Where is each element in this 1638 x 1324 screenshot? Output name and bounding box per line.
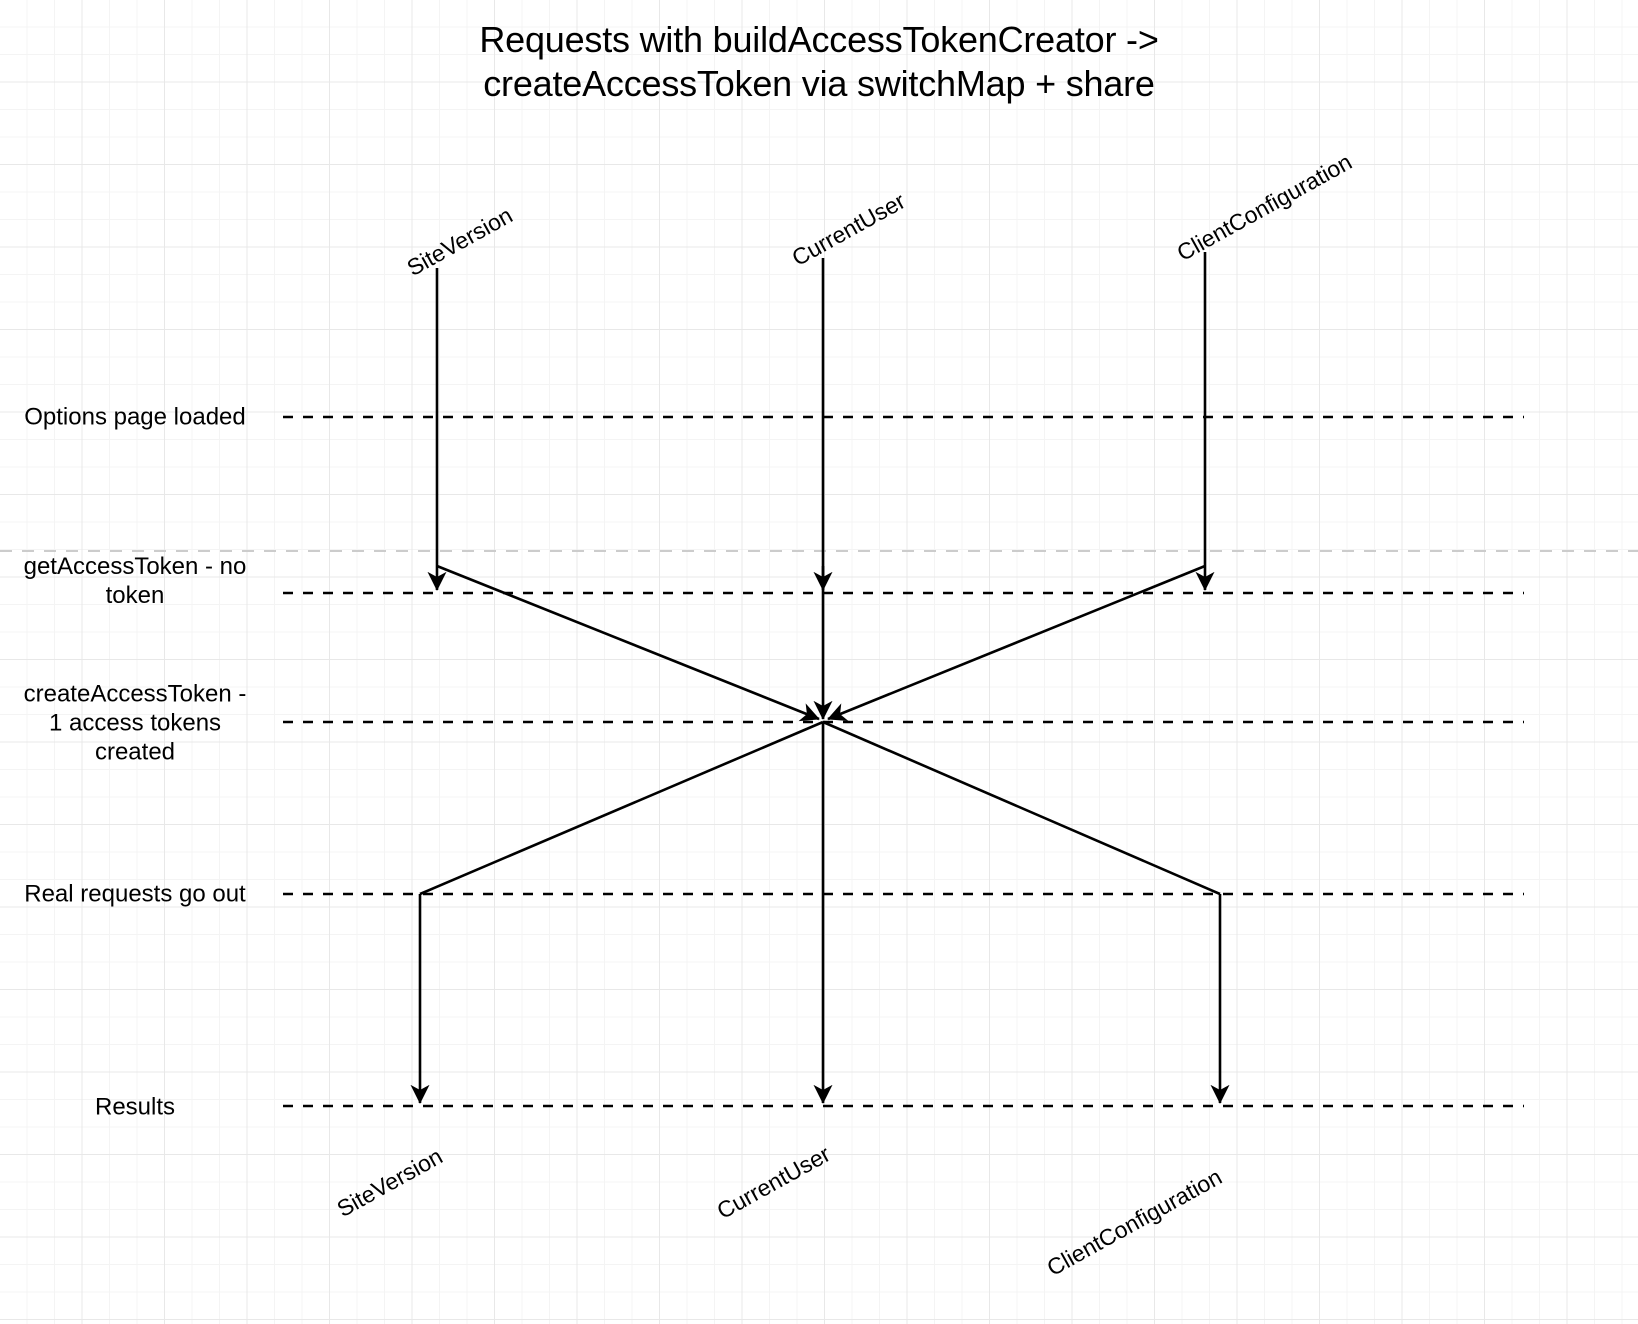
row-label-results: Results — [94, 1093, 176, 1121]
row-label-create-access-token: createAccessToken - 1 access tokens crea… — [23, 680, 247, 766]
row-guideline-group — [283, 415, 1524, 1108]
row-label-get-access-token: getAccessToken - no token — [23, 553, 247, 609]
arrow-site-version-to-token — [436, 564, 820, 722]
row-label-options-page-loaded: Options page loaded — [24, 403, 246, 431]
arrow-client-config-to-token — [827, 564, 1206, 721]
page-title: Requests with buildAccessTokenCreator ->… — [479, 19, 1159, 104]
row-label-real-requests-go-out: Real requests go out — [24, 880, 246, 908]
fanout-from-create-access-token — [419, 720, 1221, 896]
results-arrows — [410, 894, 1230, 1104]
line-token-to-client-config — [822, 720, 1221, 896]
converge-to-create-access-token-arrows — [436, 564, 1206, 722]
incoming-request-arrows — [427, 252, 1215, 591]
line-token-to-site-version — [419, 720, 824, 896]
